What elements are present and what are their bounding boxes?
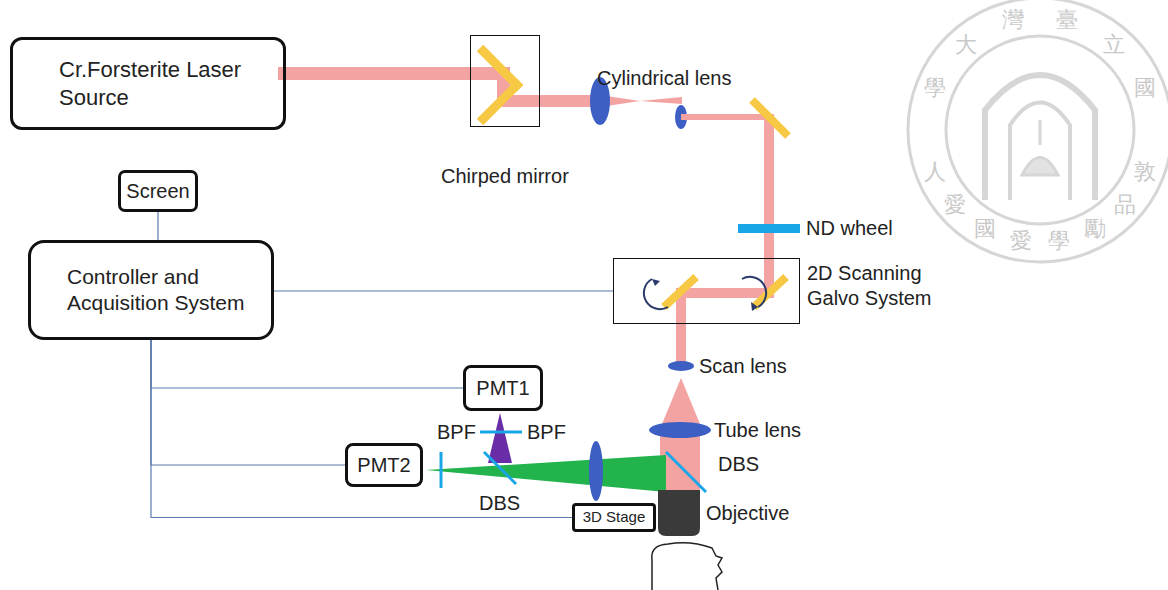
node-label: 2D Scanning Galvo System [807,261,957,311]
dichroic-beamsplitter [484,452,516,484]
rotation-arrow [652,279,660,286]
rotation-arrow [742,277,766,307]
signal-wire [151,340,345,465]
diverging-beam [640,97,682,104]
galvo-box: 2D Scanning Galvo System [613,258,800,324]
laser-source-box: Cr.Forsterite Laser Source [10,37,286,130]
screen-box: Screen [118,170,198,212]
emission-beam [426,455,666,492]
component-label: DBS [718,452,759,476]
component-label: DBS [479,491,520,515]
component-label: Scan lens [699,354,787,378]
nd-wheel [738,224,800,233]
node-label: Chirped mirror [441,164,569,189]
bandpass-filter [440,452,443,488]
stage-box: 3D Stage [572,503,656,532]
emission-beam [488,413,512,463]
component-label: Objective [706,501,789,525]
subject-head [652,543,722,590]
node-label: Screen [126,179,189,204]
objective [658,490,700,536]
component-label: Tube lens [714,418,801,442]
scan-lens [668,361,694,371]
laser-beam [676,288,774,298]
component-label: BPF [437,420,476,444]
bandpass-filter [480,431,522,434]
component-label: Cylindrical lens [597,66,732,90]
galvo-mirror [664,277,696,307]
signal-wire [151,340,572,518]
controller-box: Controller and Acquisition System [28,240,274,340]
signal-wire [157,212,158,240]
chirped-mirror-plate [480,82,520,122]
collection-lens [589,441,603,501]
dichroic-beamsplitter [666,452,706,492]
galvo-mirror [754,277,786,307]
node-label: PMT2 [357,453,410,478]
node-label: Controller and Acquisition System [67,264,267,317]
rotation-arrow [751,302,758,311]
node-label: 3D Stage [583,508,646,527]
watermark-seal [908,0,1168,262]
fold-mirror [752,100,788,136]
laser-beam [764,114,774,294]
signal-wire [151,340,463,388]
node-label: Cr.Forsterite Laser Source [59,56,279,111]
tube-lens [649,422,711,438]
laser-beam [278,67,506,80]
signal-wire [274,290,613,291]
expanding-beam [662,378,700,424]
pmt-box: PMT2 [345,443,423,487]
node-label: PMT1 [476,376,529,401]
rotation-arrow [644,279,668,309]
pmt-box: PMT1 [463,365,543,411]
chirped-mirror-box: Chirped mirror [470,35,540,127]
component-label: ND wheel [806,216,893,240]
component-label: BPF [527,420,566,444]
laser-beam [681,114,770,120]
